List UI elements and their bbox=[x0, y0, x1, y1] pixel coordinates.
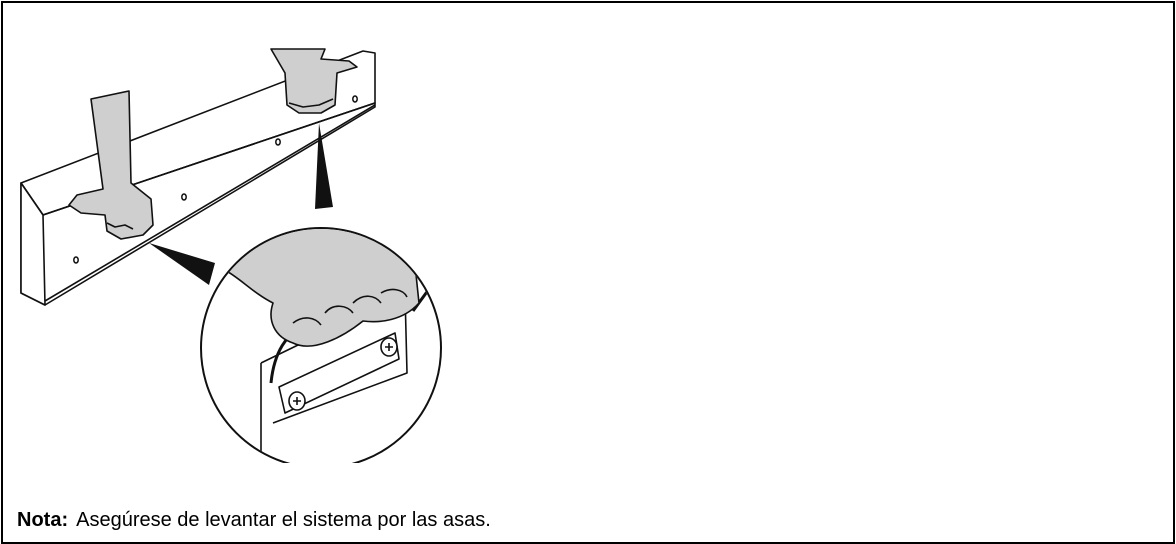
chassis-screw-holes bbox=[73, 95, 358, 264]
note-text: Asegúrese de levantar el sistema por las… bbox=[76, 509, 491, 531]
right-hand bbox=[270, 48, 358, 114]
magnified-handle-detail bbox=[200, 227, 442, 463]
note-label: Nota: bbox=[17, 509, 69, 531]
note-paragraph: Nota: Asegúrese de levantar el sistema po… bbox=[17, 509, 491, 532]
callout-pointers bbox=[149, 123, 333, 285]
left-hand bbox=[68, 90, 154, 240]
lift-illustration bbox=[20, 48, 442, 463]
